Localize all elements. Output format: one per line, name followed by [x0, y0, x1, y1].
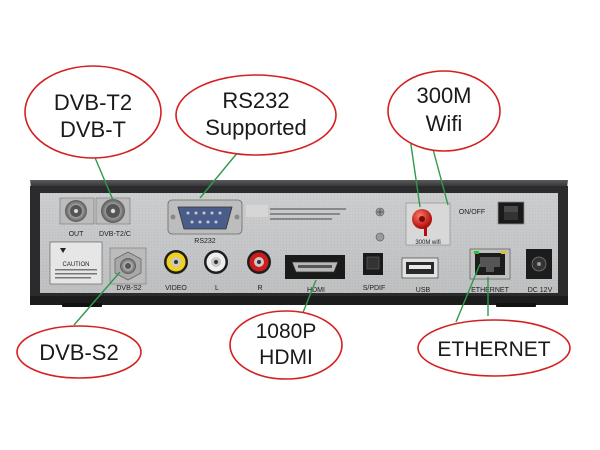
dvb-s2-panel-label: DVB-S2	[116, 285, 141, 292]
callout-rs232: RS232 Supported	[175, 74, 337, 156]
callout-wifi: 300M Wifi	[387, 70, 501, 152]
out-port: OUT	[59, 197, 95, 238]
callout-ethernet-text: ETHERNET	[437, 338, 550, 361]
callout-rs232-line2: Supported	[205, 115, 307, 140]
chassis-base	[30, 296, 568, 305]
dc-port: DC 12V	[526, 249, 553, 294]
dvb-s2-port: DVB-S2	[109, 247, 147, 292]
on-off-label: ON/OFF	[459, 209, 485, 216]
hdmi-port: HDMI	[285, 255, 345, 294]
spdif-label: S/PDIF	[363, 285, 386, 292]
ethernet-panel-label: ETHERNET	[471, 287, 509, 294]
callout-hdmi-line2: HDMI	[259, 346, 313, 369]
rs232-port: RS232	[167, 199, 243, 245]
rs232-panel-label: RS232	[194, 238, 216, 245]
spec-text	[246, 205, 346, 220]
video-label: VIDEO	[165, 285, 187, 292]
audio-l-port: L	[204, 250, 228, 292]
callout-dvb-s2-text: DVB-S2	[39, 340, 118, 365]
callout-dvb-t: DVB-T2 DVB-T	[24, 65, 162, 159]
callout-rs232-line1: RS232	[222, 88, 289, 113]
caution-text: CAUTION	[63, 262, 90, 268]
callout-wifi-line1: 300M	[416, 83, 471, 108]
dvb-t2c-port: DVB-T2/C	[95, 197, 131, 238]
dvb-t2c-label: DVB-T2/C	[99, 231, 131, 238]
hdmi-panel-label: HDMI	[307, 287, 325, 294]
callout-dvb-t-line1: DVB-T2	[54, 90, 132, 115]
callout-ethernet: ETHERNET	[417, 319, 571, 377]
spdif-port: S/PDIF	[363, 253, 386, 292]
ethernet-port: ETHERNET	[469, 248, 511, 294]
usb-label: USB	[416, 287, 431, 294]
wifi-antenna: 300M wifi	[405, 202, 451, 246]
callout-dvb-s2: DVB-S2	[16, 325, 142, 379]
audio-r-port: R	[247, 250, 271, 292]
usb-port: USB	[401, 257, 439, 294]
callout-wifi-line2: Wifi	[426, 111, 463, 136]
callout-hdmi: 1080P HDMI	[229, 310, 343, 380]
power-switch: ON/OFF	[459, 201, 525, 225]
out-label: OUT	[69, 231, 85, 238]
video-port: VIDEO	[164, 250, 188, 292]
callout-hdmi-line1: 1080P	[256, 320, 317, 343]
audio-r-label: R	[257, 285, 262, 292]
callout-dvb-t-line2: DVB-T	[60, 117, 126, 142]
dc-label: DC 12V	[528, 287, 553, 294]
set-top-box: CAUTION OUT DVB-T2/C	[30, 180, 568, 307]
audio-l-label: L	[215, 285, 219, 292]
wifi-panel-label: 300M wifi	[415, 240, 440, 246]
